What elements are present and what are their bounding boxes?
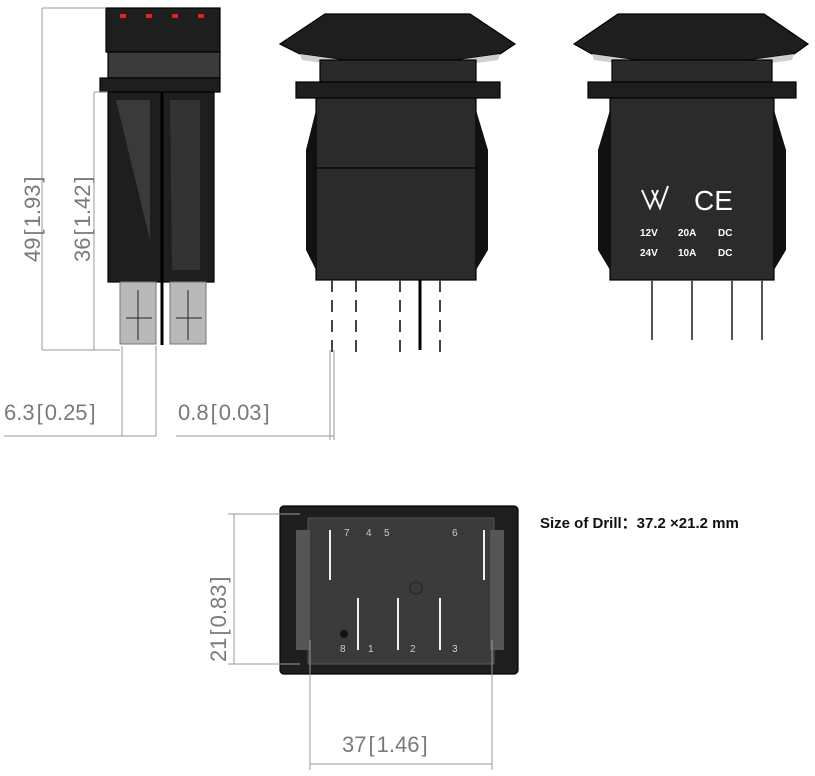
svg-text:3: 3 bbox=[452, 644, 458, 655]
terminal-thickness-label: 0.8[0.03] bbox=[178, 400, 270, 425]
back-view: CE 12V 20A DC 24V 10A DC bbox=[572, 13, 810, 340]
height-total-label: 49[1.93] bbox=[20, 176, 45, 262]
svg-text:7: 7 bbox=[344, 528, 350, 539]
front-view bbox=[278, 13, 517, 360]
manufacturer-logo-icon bbox=[641, 185, 669, 211]
svg-text:6: 6 bbox=[452, 528, 458, 539]
dimension-lines-bottom bbox=[228, 513, 493, 770]
svg-text:24V: 24V bbox=[640, 248, 658, 259]
svg-text:12V: 12V bbox=[640, 228, 658, 239]
svg-text:5: 5 bbox=[384, 528, 390, 539]
bottom-view: 7 4 5 6 8 1 2 3 bbox=[279, 505, 519, 675]
svg-text:20A: 20A bbox=[678, 228, 696, 239]
svg-text:21[0.83]: 21[0.83] bbox=[206, 576, 231, 662]
terminal-width-label: 6.3[0.25] bbox=[4, 400, 96, 425]
height-body-label: 36[1.42] bbox=[70, 176, 95, 262]
svg-text:1: 1 bbox=[368, 644, 374, 655]
svg-text:4: 4 bbox=[366, 528, 372, 539]
panel-width-label: 37[1.46] bbox=[342, 732, 428, 757]
svg-text:8: 8 bbox=[340, 644, 346, 655]
dimension-lines-left bbox=[4, 7, 335, 440]
ce-mark: CE bbox=[694, 185, 733, 216]
terminal-numbers: 7 4 5 6 8 1 2 3 bbox=[340, 528, 458, 655]
svg-text:10A: 10A bbox=[678, 248, 696, 259]
side-view bbox=[99, 7, 221, 345]
svg-text:DC: DC bbox=[718, 248, 732, 259]
svg-text:49[1.93]: 49[1.93] bbox=[20, 176, 45, 262]
rating-row-2: 24V 10A DC bbox=[640, 248, 732, 259]
svg-text:DC: DC bbox=[718, 228, 732, 239]
svg-text:36[1.42]: 36[1.42] bbox=[70, 176, 95, 262]
panel-height-label: 21[0.83] bbox=[206, 576, 231, 662]
drill-size-note: Size of Drill：37.2 ×21.2 mm bbox=[540, 515, 739, 532]
svg-text:2: 2 bbox=[410, 644, 416, 655]
rating-row-1: 12V 20A DC bbox=[640, 228, 732, 239]
